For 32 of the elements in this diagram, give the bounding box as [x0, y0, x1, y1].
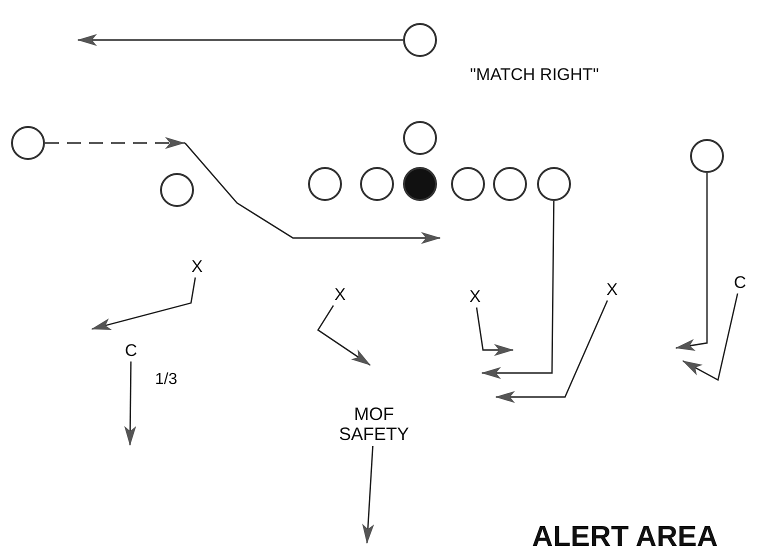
player-label: C	[121, 342, 141, 360]
route-arrow	[481, 201, 554, 379]
route-arrow	[476, 307, 514, 356]
route-arrow	[77, 34, 403, 46]
route-arrow	[675, 173, 708, 351]
player-circle	[403, 121, 437, 155]
route-arrow	[91, 277, 196, 330]
player-circle	[160, 173, 194, 207]
center-player-circle	[403, 167, 437, 201]
player-label: C	[730, 274, 750, 292]
route-arrow	[317, 305, 371, 366]
route-arrow	[362, 446, 374, 544]
player-label: X	[330, 286, 350, 304]
route-arrow	[124, 362, 136, 446]
player-label: MOF SAFETY	[334, 405, 414, 445]
zone-label: 1/3	[155, 371, 178, 389]
player-circle	[403, 23, 437, 57]
player-circle	[690, 139, 724, 173]
player-circle	[11, 126, 45, 160]
call-label: "MATCH RIGHT"	[470, 65, 599, 85]
player-circle	[451, 167, 485, 201]
player-label: X	[187, 258, 207, 276]
player-circle	[308, 167, 342, 201]
player-circle	[493, 167, 527, 201]
player-circle	[360, 167, 394, 201]
player-circle	[537, 167, 571, 201]
player-label: X	[602, 280, 622, 300]
player-label: X	[465, 288, 485, 306]
title-label: ALERT AREA	[532, 521, 718, 547]
route-arrow	[682, 293, 738, 382]
route-arrow	[495, 300, 608, 403]
route-arrow	[45, 137, 441, 244]
